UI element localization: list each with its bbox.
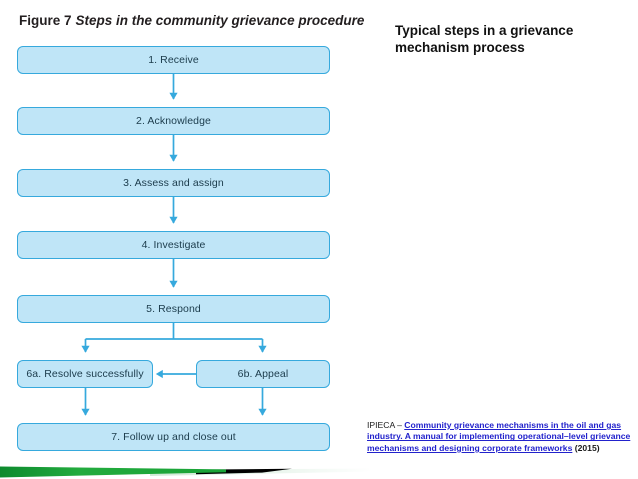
citation-year: (2015) <box>574 442 600 453</box>
flow-step-assess-and-assign[interactable]: 3. Assess and assign <box>17 169 330 197</box>
citation-dash: – <box>394 420 405 430</box>
figure-label: Figure 7 <box>19 13 72 28</box>
footer-decorative-band <box>0 466 372 478</box>
slide-heading: Typical steps in a grievance mechanism p… <box>395 23 574 56</box>
flow-step-investigate[interactable]: 4. Investigate <box>17 231 330 259</box>
figure-title: Steps in the community grievance procedu… <box>75 13 365 28</box>
flow-step-resolve-successfully[interactable]: 6a. Resolve successfully <box>17 360 153 388</box>
citation: IPIECA – Community grievance mechanisms … <box>367 420 635 454</box>
flow-step-receive[interactable]: 1. Receive <box>17 46 330 74</box>
footer-green-wedge <box>0 466 226 478</box>
flow-step-follow-up-and-close-out[interactable]: 7. Follow up and close out <box>17 423 330 451</box>
flow-step-appeal[interactable]: 6b. Appeal <box>196 360 330 388</box>
citation-title-link[interactable]: Community grievance mechanisms in the oi… <box>367 420 631 453</box>
flow-step-respond[interactable]: 5. Respond <box>17 295 330 323</box>
citation-source: IPIECA <box>367 420 395 430</box>
flow-step-acknowledge[interactable]: 2. Acknowledge <box>17 107 330 135</box>
